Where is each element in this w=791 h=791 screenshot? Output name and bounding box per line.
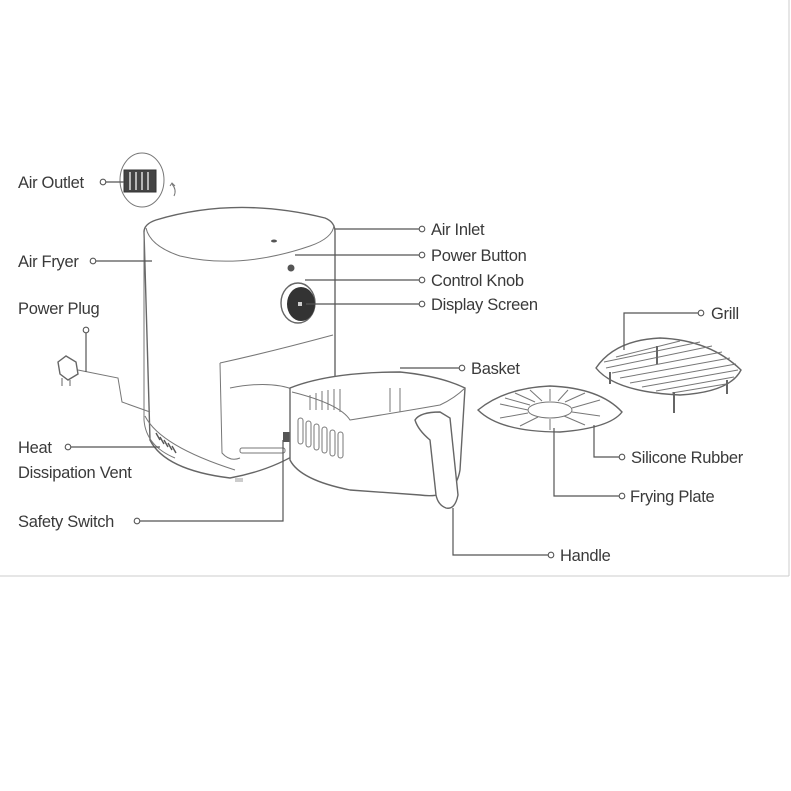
- label-heat-vent-line2: Dissipation Vent: [18, 464, 132, 482]
- label-heat-vent-line1: Heat: [18, 439, 52, 457]
- air-outlet-inset: [119, 152, 176, 208]
- label-basket: Basket: [471, 360, 520, 378]
- label-safety-switch: Safety Switch: [18, 513, 114, 531]
- power-plug: [57, 355, 151, 413]
- air-inlet-slot: [271, 239, 277, 243]
- frying-plate-drawing: [476, 385, 623, 433]
- grill-drawing: [595, 337, 742, 413]
- label-display-screen: Display Screen: [431, 296, 538, 314]
- basket-drawing: [289, 371, 466, 509]
- leader-lines: [71, 181, 698, 556]
- handle-shape: [414, 411, 459, 509]
- label-power-button: Power Button: [431, 247, 527, 265]
- label-air-inlet: Air Inlet: [431, 221, 485, 239]
- label-control-knob: Control Knob: [431, 272, 524, 290]
- power-button-shape: [287, 264, 295, 272]
- label-silicone-rubber: Silicone Rubber: [631, 449, 744, 467]
- label-air-fryer: Air Fryer: [18, 253, 79, 271]
- label-grill: Grill: [711, 305, 739, 323]
- label-air-outlet: Air Outlet: [18, 174, 84, 192]
- label-frying-plate: Frying Plate: [630, 488, 715, 506]
- label-handle: Handle: [560, 547, 611, 565]
- air-fryer-body: [143, 206, 336, 482]
- leader-dots: [64, 178, 705, 559]
- label-power-plug: Power Plug: [18, 300, 100, 318]
